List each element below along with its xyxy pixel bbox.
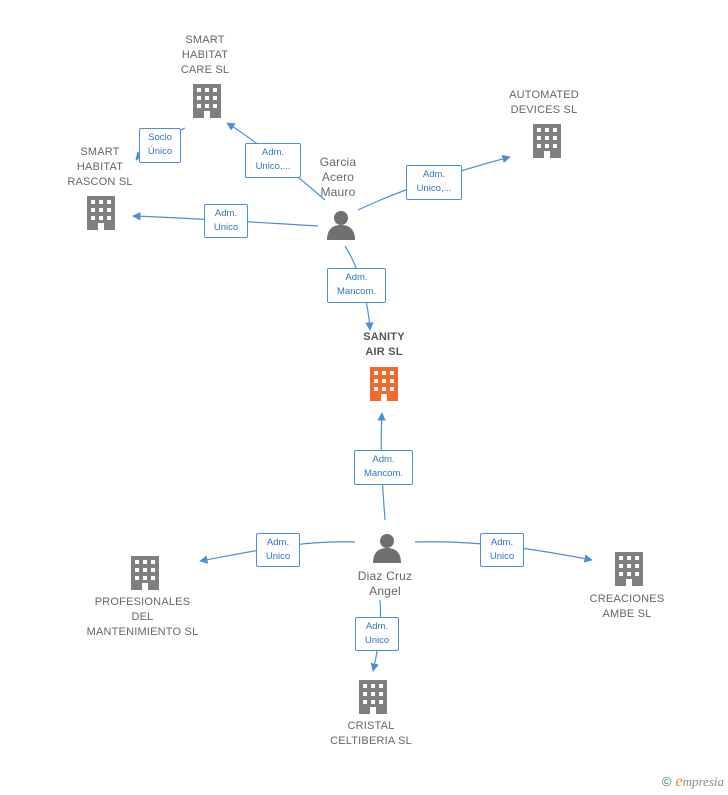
person-icon bbox=[373, 534, 401, 563]
node-label-profesionales[interactable]: PROFESIONALES DEL MANTENIMIENTO SL bbox=[86, 596, 199, 638]
edge-label-diaz-sanity: Adm. Mancom. bbox=[354, 450, 413, 485]
copyright-symbol: © bbox=[661, 774, 672, 789]
person-icon bbox=[327, 211, 355, 240]
node-label-creaciones-ambe[interactable]: CREACIONES AMBE SL bbox=[589, 593, 665, 620]
node-label-diaz-cruz-angel[interactable]: Diaz Cruz Angel bbox=[357, 569, 413, 598]
building-icon bbox=[131, 556, 159, 590]
node-label-sanity-air[interactable]: SANITY AIR SL bbox=[363, 331, 405, 358]
edge-label-garcia-automated: Adm. Unico,... bbox=[406, 165, 462, 200]
edge-label-diaz-cristal: Adm. Unico bbox=[355, 617, 399, 651]
building-icon-focus bbox=[370, 367, 398, 401]
edge-label-socio-unico: Socio Único bbox=[139, 128, 181, 163]
edge-label-garcia-rascon: Adm. Unico bbox=[204, 204, 248, 238]
building-icon bbox=[533, 124, 561, 158]
edge-label-garcia-care: Adm. Unico,... bbox=[245, 143, 301, 178]
edge-label-diaz-creaciones: Adm. Unico bbox=[480, 533, 524, 567]
brand-footer[interactable]: ©empresia bbox=[662, 773, 724, 791]
brand-name: mpresia bbox=[682, 774, 724, 789]
edge-label-garcia-sanity: Adm. Mancom. bbox=[327, 268, 386, 303]
building-icon bbox=[359, 680, 387, 714]
node-label-smart-habitat-rascon[interactable]: SMART HABITAT RASCON SL bbox=[67, 146, 133, 188]
building-icon bbox=[193, 84, 221, 118]
node-label-automated-devices[interactable]: AUTOMATED DEVICES SL bbox=[509, 89, 579, 116]
building-icon bbox=[87, 196, 115, 230]
brand-initial: e bbox=[675, 773, 683, 790]
node-label-smart-habitat-care[interactable]: SMART HABITAT CARE SL bbox=[180, 34, 230, 76]
edge-label-diaz-profesionales: Adm. Unico bbox=[256, 533, 300, 567]
building-icon bbox=[615, 552, 643, 586]
node-label-cristal-celtiberia[interactable]: CRISTAL CELTIBERIA SL bbox=[330, 720, 412, 747]
node-label-garcia-acero-mauro[interactable]: Garcia Acero Mauro bbox=[319, 155, 357, 199]
